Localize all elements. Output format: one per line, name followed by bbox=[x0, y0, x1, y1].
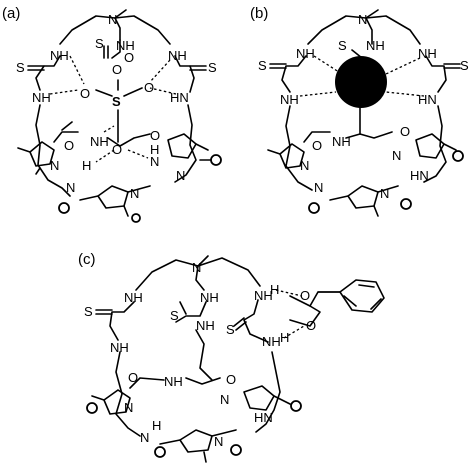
panel-b-nh-inner: NH bbox=[332, 134, 351, 149]
panel-b-o-inner-right: O bbox=[400, 124, 410, 139]
panel-c-nh-upper-left: NH bbox=[124, 290, 143, 305]
panel-c-hydrogen-bonds bbox=[275, 289, 305, 339]
panel-a-o-ring-left: O bbox=[64, 138, 74, 153]
panel-c-h-mid-right: H bbox=[280, 330, 289, 345]
panel-b: (b) bbox=[250, 5, 469, 217]
panel-b-carbonyl-o-right bbox=[452, 150, 464, 162]
panel-a-o-top: O bbox=[112, 62, 122, 77]
panel-a-label: (a) bbox=[2, 5, 20, 22]
panel-b-o-inner-left: O bbox=[312, 138, 322, 153]
panel-b-s-right: S bbox=[460, 58, 469, 73]
panel-b-nh-mid-left: NH bbox=[280, 92, 299, 107]
panel-a-atom-labels: N NH NH NH S S S NH HN O O O O S NH O O … bbox=[16, 12, 217, 201]
panel-a-nh-mid-left: NH bbox=[32, 90, 51, 105]
panel-c-o-inner-left: O bbox=[128, 370, 138, 385]
panel-a-hn-mid-right: HN bbox=[170, 90, 189, 105]
panel-a-n-right-ring: N bbox=[150, 154, 159, 169]
panel-b-n-bottom-left: N bbox=[314, 180, 323, 195]
panel-a-amine-n: N bbox=[108, 12, 117, 27]
panel-c-nh-mid-right: NH bbox=[262, 334, 281, 349]
panel-c: (c) bbox=[78, 251, 385, 463]
panel-a-o-top2: O bbox=[124, 50, 134, 65]
panel-c-n-left-ring: N bbox=[124, 400, 133, 415]
panel-c-h-right: H bbox=[270, 282, 279, 297]
panel-b-hn-mid-right: HN bbox=[418, 92, 437, 107]
panel-b-carbonyl-o-bottom bbox=[308, 202, 320, 214]
panel-c-carbonyl-o-bottom2 bbox=[230, 444, 242, 456]
panel-a-nh-inner: NH bbox=[90, 134, 109, 149]
panel-b-n-bottom-ring: N bbox=[380, 186, 389, 201]
panel-c-amine-n: N bbox=[192, 260, 201, 275]
panel-a-n-left-ring: N bbox=[50, 158, 59, 173]
panel-b-s-central: S bbox=[338, 38, 347, 53]
panel-a-n-bottom-left: N bbox=[66, 180, 75, 195]
panel-b-carbonyl-o-bottom2 bbox=[400, 198, 412, 210]
panel-a-h-left: H bbox=[82, 158, 91, 173]
panel-b-macrocycle-bonds bbox=[267, 9, 461, 217]
panel-b-hn-lower-right: HN bbox=[410, 168, 429, 183]
panel-a-o-bottom-sulfate: O bbox=[112, 142, 122, 157]
panel-c-n-bottom-ring: N bbox=[214, 434, 223, 449]
panel-b-hydrogen-bonds bbox=[299, 55, 425, 97]
panel-c-carbonyl-o-bottom bbox=[154, 446, 166, 458]
panel-a-carbonyl-o-right bbox=[210, 154, 222, 166]
panel-c-s-central: S bbox=[170, 308, 179, 323]
panel-b-n-right-ring: N bbox=[392, 148, 401, 163]
panel-a-carbonyl-o-bottom bbox=[58, 202, 70, 214]
panel-a-nh-upper-left: NH bbox=[50, 48, 69, 63]
panel-a-hydrogen-bonds bbox=[49, 55, 177, 163]
panel-a-carbonyl-o-bottom2 bbox=[131, 213, 141, 223]
panel-a-o-right: O bbox=[144, 80, 154, 95]
panel-c-o-benzoate-top: O bbox=[300, 288, 310, 303]
panel-a-s-right: S bbox=[208, 60, 217, 75]
panel-b-nh-central: NH bbox=[366, 38, 385, 53]
panel-a-sulfate-s: S bbox=[112, 94, 121, 109]
panel-a-o-inner-right: O bbox=[150, 128, 160, 143]
panel-a-macrocycle-bonds bbox=[17, 9, 215, 217]
panel-c-carbonyl-o-left bbox=[86, 402, 98, 414]
panel-c-carbonyl-o-right bbox=[290, 400, 302, 412]
panel-c-nh-right: NH bbox=[254, 288, 273, 303]
panel-c-n-right-ring: N bbox=[220, 392, 229, 407]
panel-c-label: (c) bbox=[78, 251, 96, 268]
panel-c-nh-inner: NH bbox=[164, 374, 183, 389]
panel-b-nh-upper-right: NH bbox=[418, 46, 437, 61]
panel-a-s-left: S bbox=[16, 60, 25, 75]
panel-c-o-inner-right: O bbox=[226, 372, 236, 387]
panel-b-amine-n: N bbox=[358, 12, 367, 27]
panel-b-s-left: S bbox=[258, 58, 267, 73]
panel-b-n-left-ring: N bbox=[300, 158, 309, 173]
panel-c-o-benzoate-bottom: O bbox=[306, 318, 316, 333]
panel-c-nh-central: NH bbox=[200, 290, 219, 305]
panel-c-h-bottom-left: H bbox=[152, 418, 161, 433]
panel-a-o-left: O bbox=[80, 86, 90, 101]
panel-a-n-bottom-ring: N bbox=[130, 186, 139, 201]
panel-b-anion-sphere bbox=[335, 56, 387, 108]
panel-a-n-bottom-right: N bbox=[176, 168, 185, 183]
panel-a-nh-upper-right: NH bbox=[168, 48, 187, 63]
panel-a-h-right: H bbox=[150, 142, 159, 157]
panel-a: (a) bbox=[2, 5, 222, 223]
panel-c-n-bottom-left: N bbox=[140, 430, 149, 445]
panel-c-nh-central-lower: NH bbox=[196, 318, 215, 333]
panel-a-nh-central: NH bbox=[116, 38, 135, 53]
panel-c-macrocycle-bonds bbox=[91, 255, 385, 463]
panel-c-atom-labels: N NH NH NH H S S S NH NH NH H O O NH O O… bbox=[84, 260, 316, 449]
panel-c-s-left: S bbox=[84, 304, 93, 319]
panel-c-nh-mid-left: NH bbox=[110, 340, 129, 355]
panel-b-label: (b) bbox=[250, 5, 268, 22]
panel-a-s-central: S bbox=[95, 36, 104, 51]
panel-b-nh-upper-left: NH bbox=[296, 46, 315, 61]
panel-c-s-right: S bbox=[226, 322, 235, 337]
panel-c-hn-lower-right: HN bbox=[254, 410, 273, 425]
panel-b-atom-labels: N NH NH NH S S S NH HN NH O O N N HN N N bbox=[258, 12, 469, 201]
